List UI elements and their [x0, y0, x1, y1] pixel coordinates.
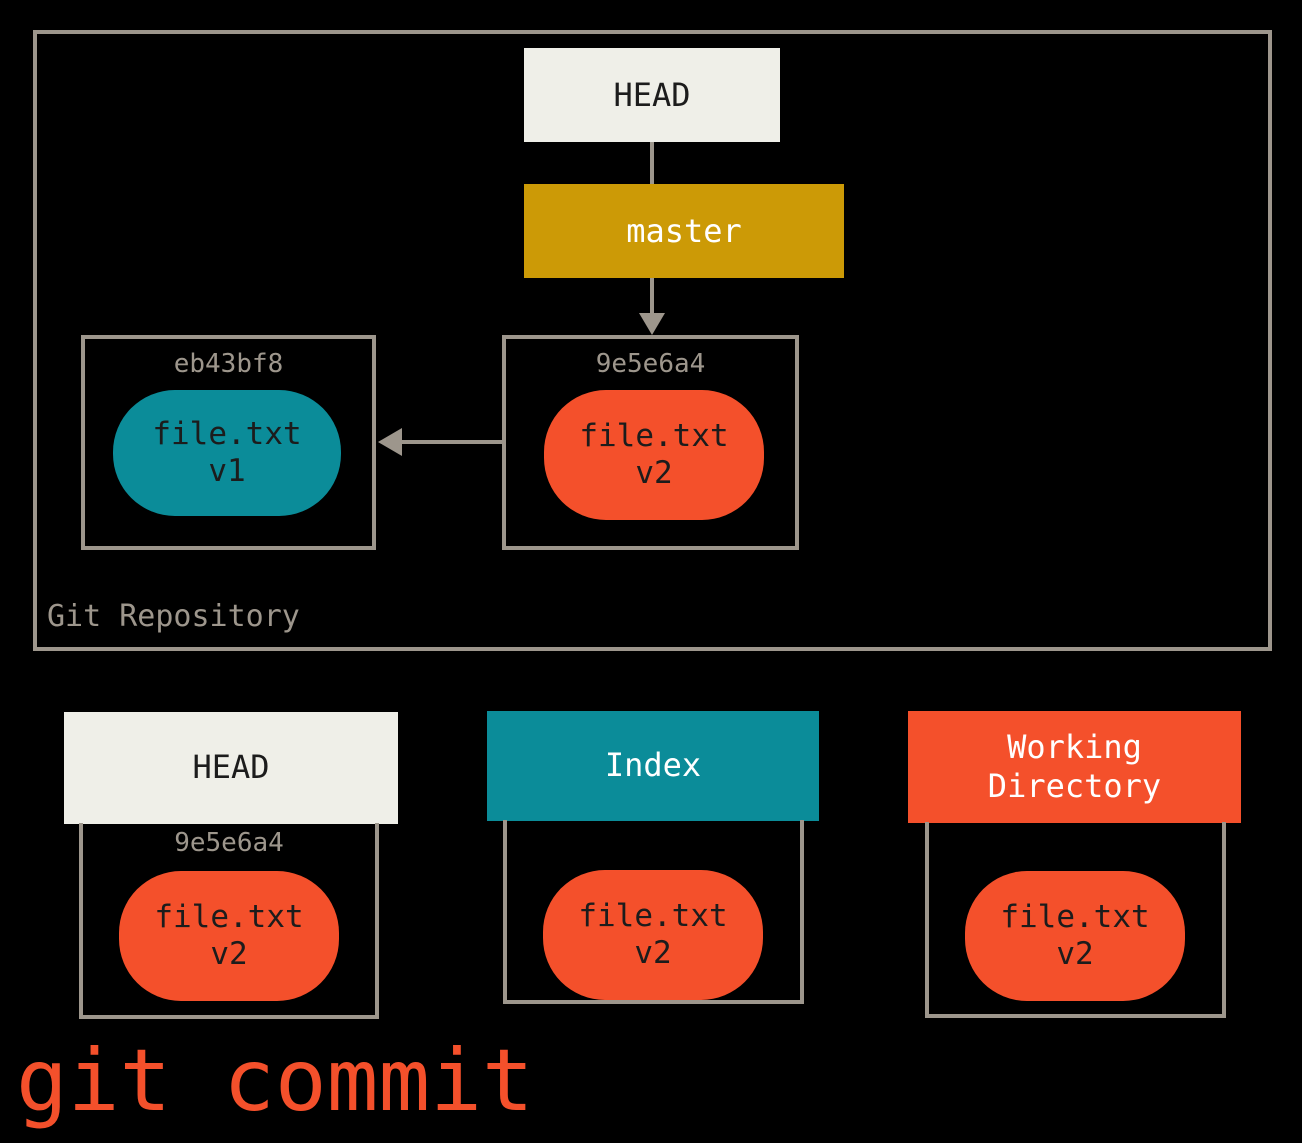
blob-version: v2 — [210, 936, 248, 972]
area-index-blob: file.txt v2 — [543, 870, 763, 1000]
area-head-sha-label: 9e5e6a4 — [174, 828, 284, 858]
blob-filename: file.txt — [578, 898, 728, 935]
commit-sha-label: 9e5e6a4 — [595, 349, 706, 379]
blob-filename: file.txt — [579, 418, 729, 455]
area-title-working-directory-line1: Working — [1007, 727, 1142, 766]
area-header-head: HEAD — [64, 712, 398, 824]
area-title-working-directory-line2: Directory — [987, 767, 1162, 805]
area-frame-working-directory — [925, 822, 1226, 1018]
repo-branch-master-label: master — [626, 212, 742, 250]
commit-box-9e5e6a4: 9e5e6a4 file.txt v2 — [502, 335, 799, 550]
blob-filename: file.txt — [154, 899, 304, 936]
connector-commit-to-parent — [400, 440, 502, 444]
blob-filename: file.txt — [1000, 899, 1150, 936]
area-head-blob: file.txt v2 — [119, 871, 339, 1001]
area-frame-head — [79, 823, 379, 1019]
blob-version: v2 — [1056, 936, 1094, 972]
blob-version: v2 — [634, 935, 672, 971]
blob-file-v2: file.txt v2 — [544, 390, 764, 520]
area-frame-index — [503, 820, 804, 1004]
git-repository-label: Git Repository — [47, 599, 300, 634]
area-header-working-directory: Working Directory — [908, 711, 1241, 823]
blob-version: v2 — [635, 455, 673, 491]
arrowhead-left-icon — [378, 428, 402, 456]
commit-box-eb43bf8: eb43bf8 file.txt v1 — [81, 335, 376, 550]
repo-head-pointer-box: HEAD — [524, 48, 780, 142]
blob-file-v1: file.txt v1 — [113, 390, 341, 516]
area-title-index: Index — [604, 746, 702, 785]
git-repository-frame — [33, 30, 1272, 651]
connector-head-to-master — [650, 142, 654, 184]
repo-head-pointer-label: HEAD — [613, 76, 691, 114]
repo-branch-master-box: master — [524, 184, 844, 278]
blob-version: v1 — [208, 453, 246, 489]
area-working-directory-blob: file.txt v2 — [965, 871, 1185, 1001]
blob-filename: file.txt — [152, 416, 302, 453]
commit-sha-label: eb43bf8 — [173, 349, 284, 379]
area-header-index: Index — [487, 711, 819, 821]
command-caption: git commit — [16, 1031, 534, 1131]
connector-master-to-commit — [650, 278, 654, 318]
arrowhead-down-icon — [639, 313, 665, 335]
area-title-head: HEAD — [192, 748, 270, 787]
